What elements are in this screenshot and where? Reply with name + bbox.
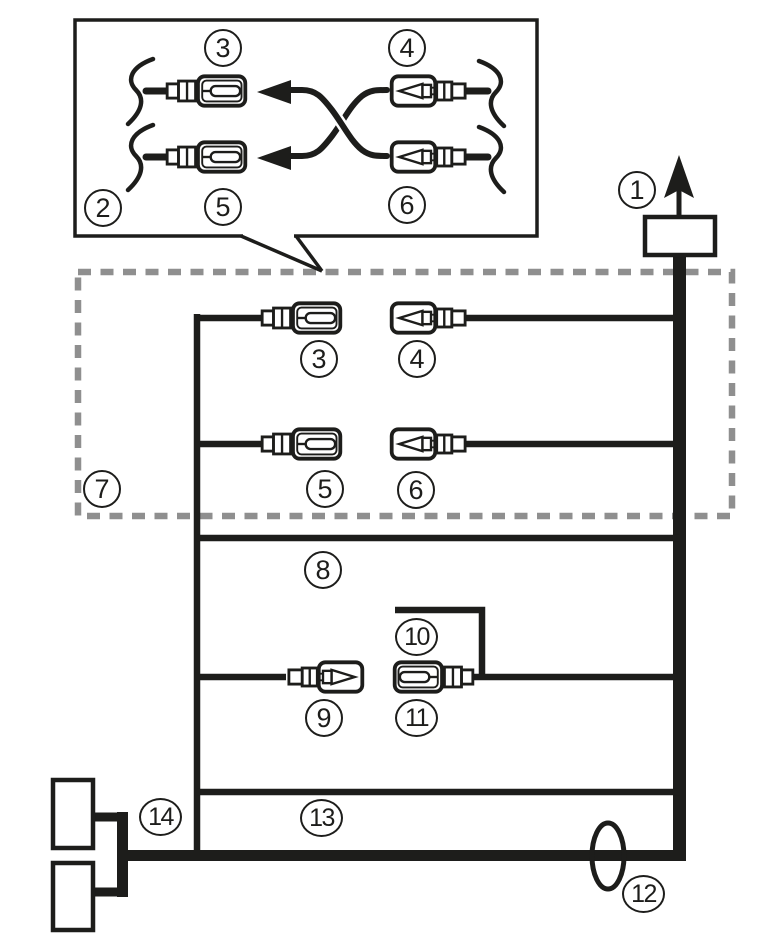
loose-wire-squiggle xyxy=(476,124,507,195)
wire-10-branch xyxy=(395,606,486,674)
loose-wire-squiggle xyxy=(476,58,507,129)
cross-wire-up xyxy=(288,87,390,159)
callout-7: 7 xyxy=(83,470,121,508)
inset-terminal-5-female xyxy=(165,140,248,174)
terminal-9-male xyxy=(286,660,365,694)
inset-terminal-3-female xyxy=(165,74,248,108)
inset-detail-box xyxy=(73,18,539,238)
callout-5: 5 xyxy=(306,470,344,508)
inset-pointer-tail xyxy=(240,233,324,273)
inset-callout-5: 5 xyxy=(204,188,242,226)
harness-dashed-box xyxy=(74,268,736,520)
speaker-box-bottom xyxy=(50,860,96,933)
loose-wire-squiggle xyxy=(125,56,156,127)
terminal-5-female xyxy=(260,427,343,461)
inset-callout-3: 3 xyxy=(204,29,242,67)
callout-11: 11 xyxy=(395,699,438,737)
callout-13: 13 xyxy=(300,799,343,837)
callout-10: 10 xyxy=(395,618,438,656)
callout-12: 12 xyxy=(622,875,665,913)
main-harness-wires xyxy=(93,255,686,897)
callout-3: 3 xyxy=(300,340,338,378)
callout-1: 1 xyxy=(618,171,656,209)
connector-1-plug xyxy=(642,155,718,258)
callout-9: 9 xyxy=(305,699,343,737)
callout-6: 6 xyxy=(397,471,435,509)
terminal-3-female xyxy=(260,301,343,335)
loose-wire-squiggle xyxy=(125,122,156,193)
inset-callout-4: 4 xyxy=(388,29,426,67)
callout-14: 14 xyxy=(139,798,182,836)
left-arrow-icon xyxy=(257,146,291,170)
terminal-6-male xyxy=(389,427,468,461)
callout-8: 8 xyxy=(304,551,342,589)
left-arrow-icon xyxy=(257,80,291,104)
up-arrow-icon xyxy=(664,155,694,198)
speaker-box-top xyxy=(50,777,96,851)
terminal-11-female xyxy=(392,660,475,694)
cord-loop-marker xyxy=(589,820,627,892)
cross-wire-down xyxy=(288,87,390,159)
callout-2: 2 xyxy=(84,189,122,227)
terminal-4-male xyxy=(389,301,468,335)
callout-4: 4 xyxy=(398,340,436,378)
inset-callout-6: 6 xyxy=(388,186,426,224)
